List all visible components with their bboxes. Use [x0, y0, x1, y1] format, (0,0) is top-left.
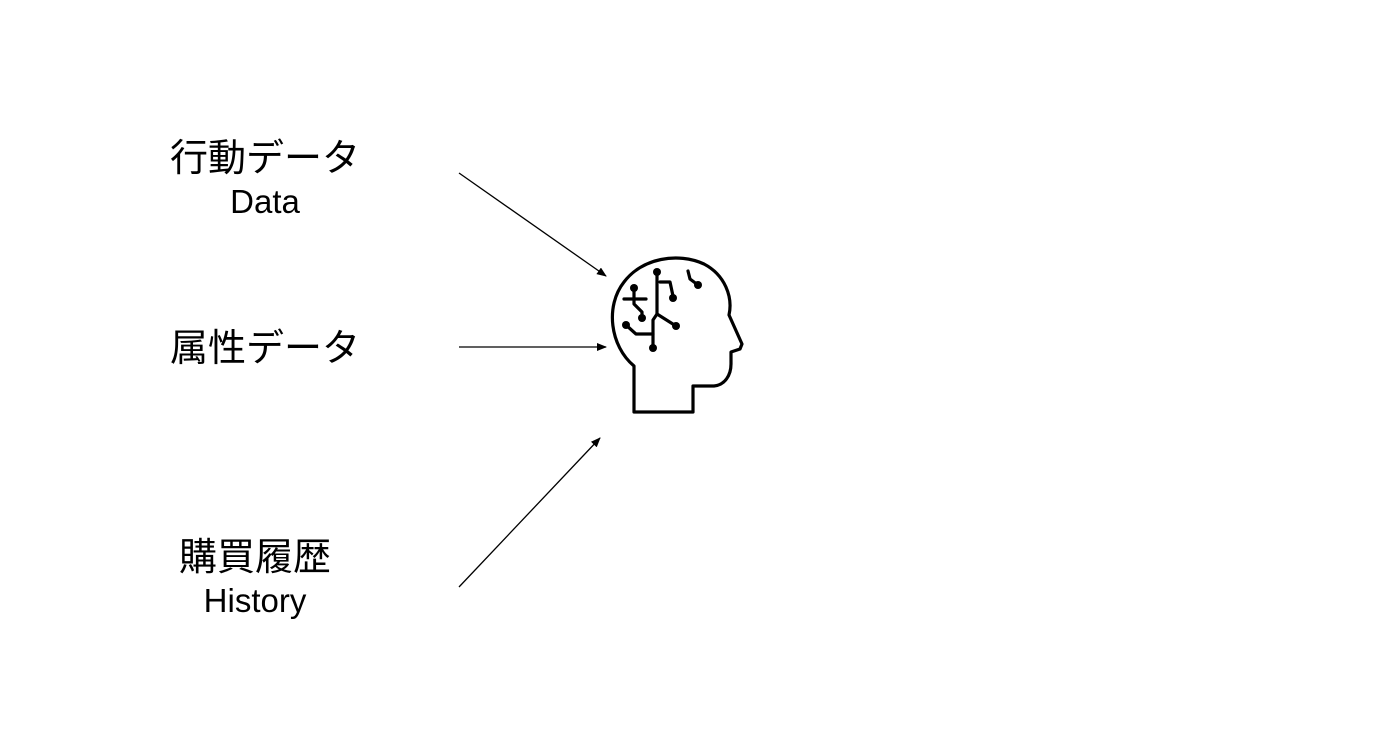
- attribute-data-title: 属性データ: [169, 326, 360, 370]
- purchase-history-title: 購買履歴: [178, 535, 331, 579]
- circuit-nodes: [622, 268, 702, 352]
- purchase-history-label: 購買履歴 History: [140, 535, 370, 620]
- ai-head-circuit-icon: [610, 256, 744, 414]
- attribute-data-label: 属性データ: [150, 326, 380, 372]
- behavior-data-subtitle: Data: [230, 182, 300, 220]
- purchase-history-subtitle: History: [203, 581, 307, 619]
- arrow-history-to-ai: [458, 437, 601, 588]
- behavior-data-title: 行動データ: [169, 136, 360, 180]
- arrow-behavior-to-ai: [458, 172, 607, 277]
- behavior-data-label: 行動データ Data: [150, 136, 380, 221]
